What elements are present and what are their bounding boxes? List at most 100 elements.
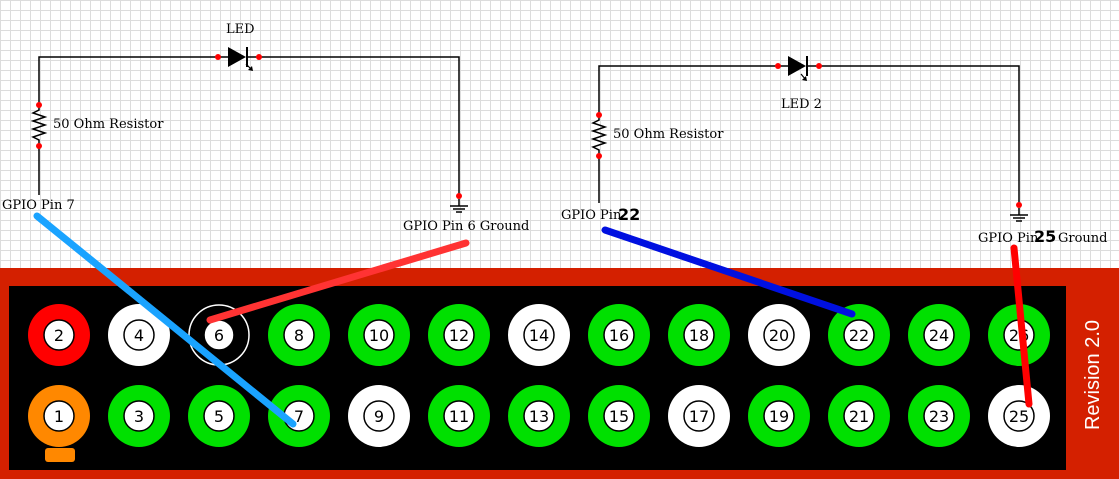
resistor-node bbox=[596, 153, 602, 159]
led2-label: LED 2 bbox=[781, 97, 822, 112]
pin-number: 18 bbox=[689, 326, 709, 345]
pin-number: 2 bbox=[54, 326, 64, 345]
wire-pin25-red bbox=[1010, 244, 1033, 408]
resistor1-label: 50 Ohm Resistor bbox=[53, 117, 164, 132]
gpio-header-board: Revision 2.0 2468101214161820222426 1357… bbox=[0, 268, 1119, 479]
gpio-pin25-ground-suffix: Ground bbox=[1058, 231, 1108, 246]
gpio-pin-14: 14 bbox=[508, 304, 570, 366]
pin-pad bbox=[843, 400, 875, 432]
pin-pad bbox=[43, 400, 75, 432]
pin-number: 24 bbox=[929, 326, 949, 345]
led-node bbox=[215, 54, 221, 60]
pin-pad bbox=[683, 319, 715, 351]
gpio-pin25-number: 25 bbox=[1034, 227, 1056, 246]
pin-pad bbox=[283, 319, 315, 351]
pin-pad bbox=[203, 400, 235, 432]
pin-pad bbox=[523, 319, 555, 351]
pin-pad bbox=[123, 400, 155, 432]
pin-pad bbox=[923, 319, 955, 351]
wire-left-led-to-ground bbox=[259, 56, 460, 196]
pin-pad bbox=[443, 319, 475, 351]
pin-number: 11 bbox=[449, 407, 469, 426]
led-node bbox=[816, 63, 822, 69]
gpio-pin-24: 24 bbox=[908, 304, 970, 366]
pin-pad bbox=[123, 319, 155, 351]
gpio-pin-13: 13 bbox=[508, 385, 570, 447]
pin-number: 22 bbox=[849, 326, 869, 345]
gpio-pin-15: 15 bbox=[588, 385, 650, 447]
led-symbol bbox=[788, 56, 806, 76]
pin-number: 3 bbox=[134, 407, 144, 426]
pin-number: 6 bbox=[214, 326, 224, 345]
gpio-pin25-label: GPIO Pin bbox=[978, 231, 1039, 246]
pin-number: 5 bbox=[214, 407, 224, 426]
gpio-pin-10: 10 bbox=[348, 304, 410, 366]
pin-number: 7 bbox=[294, 407, 304, 426]
gpio-pin22-number: 22 bbox=[618, 205, 640, 224]
wire-pin6-red bbox=[206, 239, 470, 324]
pin-pad bbox=[363, 319, 395, 351]
pin-number: 9 bbox=[374, 407, 384, 426]
gpio-pin-17: 17 bbox=[668, 385, 730, 447]
gpio-pin-1: 1 bbox=[28, 385, 90, 447]
led-node bbox=[256, 54, 262, 60]
pin1-marker bbox=[45, 448, 75, 462]
gpio-pin-9: 9 bbox=[348, 385, 410, 447]
gpio-pin-21: 21 bbox=[828, 385, 890, 447]
resistor-node bbox=[36, 143, 42, 149]
gpio-pin-7: 7 bbox=[268, 385, 330, 447]
pin-pad bbox=[683, 400, 715, 432]
gpio-pin-4: 4 bbox=[108, 304, 170, 366]
gpio-pin7-label: GPIO Pin 7 bbox=[2, 198, 75, 213]
pin-number: 15 bbox=[609, 407, 629, 426]
resistor-node bbox=[36, 102, 42, 108]
pin-number: 1 bbox=[54, 407, 64, 426]
ground-node bbox=[456, 193, 462, 199]
pin-number: 21 bbox=[849, 407, 869, 426]
pin-number: 4 bbox=[134, 326, 144, 345]
wire-right-resistor-to-led bbox=[598, 65, 778, 114]
pin-pad bbox=[363, 400, 395, 432]
pin-pad bbox=[923, 400, 955, 432]
pin-number: 8 bbox=[294, 326, 304, 345]
gpio-pin-18: 18 bbox=[668, 304, 730, 366]
pin-number: 23 bbox=[929, 407, 949, 426]
wire-pin7-light-blue bbox=[33, 212, 297, 428]
gpio-pin-16: 16 bbox=[588, 304, 650, 366]
led-node bbox=[775, 63, 781, 69]
pin-number: 13 bbox=[529, 407, 549, 426]
pin-number: 12 bbox=[449, 326, 469, 345]
led1-label: LED bbox=[226, 22, 255, 37]
pin-number: 16 bbox=[609, 326, 629, 345]
pin-pad bbox=[43, 319, 75, 351]
wire-right-led-to-ground bbox=[819, 65, 1020, 205]
gpio-pin-5: 5 bbox=[188, 385, 250, 447]
resistor-symbol bbox=[590, 116, 608, 154]
pin-number: 20 bbox=[769, 326, 789, 345]
right-circuit: LED 2 50 Ohm Resistor GPIO Pin 22 GPIO P… bbox=[561, 56, 1108, 246]
wire-left-resistor-to-led bbox=[38, 56, 218, 104]
pin-pad bbox=[1003, 400, 1035, 432]
pin-number: 19 bbox=[769, 407, 789, 426]
gpio-pin22-label: GPIO Pin bbox=[561, 208, 622, 223]
pin-pad bbox=[523, 400, 555, 432]
gpio-pin-22: 22 bbox=[828, 304, 890, 366]
resistor-symbol bbox=[30, 106, 48, 144]
gpio-pin-8: 8 bbox=[268, 304, 330, 366]
ground-node bbox=[1016, 202, 1022, 208]
pin-number: 14 bbox=[529, 326, 549, 345]
resistor2-label: 50 Ohm Resistor bbox=[613, 127, 724, 142]
gpio-pin-23: 23 bbox=[908, 385, 970, 447]
gpio-pin-2: 2 bbox=[28, 304, 90, 366]
pin-number: 10 bbox=[369, 326, 389, 345]
pin-pad bbox=[443, 400, 475, 432]
pin-pad bbox=[763, 319, 795, 351]
led-symbol bbox=[228, 47, 246, 67]
pin-pad bbox=[843, 319, 875, 351]
pin-number: 17 bbox=[689, 407, 709, 426]
pin-pad bbox=[603, 319, 635, 351]
jumper-wires bbox=[33, 212, 1033, 428]
gpio-pin6-ground-label: GPIO Pin 6 Ground bbox=[403, 219, 529, 234]
resistor-node bbox=[596, 112, 602, 118]
